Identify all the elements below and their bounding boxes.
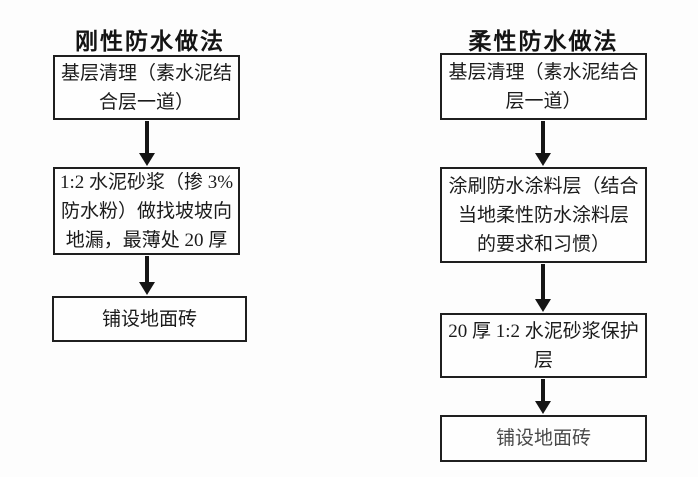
arrow-shaft (145, 121, 149, 153)
step-box-rigid-cement-mortar: 1:2 水泥砂浆（掺 3% 防水粉）做找坡坡向 地漏，最薄处 20 厚 (53, 167, 240, 255)
column-title-rigid-waterproofing: 刚性防水做法 (75, 29, 225, 54)
arrow-head (535, 299, 551, 312)
step-box-flexible-protective-layer: 20 厚 1:2 水泥砂浆保护 层 (440, 313, 647, 378)
column-title-flexible-waterproofing: 柔性防水做法 (468, 29, 619, 54)
arrow-head (535, 153, 551, 166)
down-arrow-icon (534, 264, 552, 312)
down-arrow-icon (534, 379, 552, 414)
step-box-rigid-base-cleaning: 基层清理（素水泥结 合层一道） (53, 55, 240, 120)
step-box-flexible-coating-layer: 涂刷防水涂料层（结合 当地柔性防水涂料层 的要求和习惯） (440, 167, 647, 263)
arrow-head (535, 401, 551, 414)
step-box-rigid-lay-floor-tiles: 铺设地面砖 (52, 296, 247, 342)
arrow-shaft (541, 121, 545, 153)
arrow-shaft (541, 379, 545, 401)
down-arrow-icon (138, 256, 156, 295)
step-box-flexible-lay-floor-tiles: 铺设地面砖 (440, 415, 647, 462)
down-arrow-icon (138, 121, 156, 166)
arrow-shaft (541, 264, 545, 299)
step-box-flexible-base-cleaning: 基层清理（素水泥结合 层一道） (440, 53, 647, 120)
arrow-head (139, 282, 155, 295)
down-arrow-icon (534, 121, 552, 166)
arrow-shaft (145, 256, 149, 282)
arrow-head (139, 153, 155, 166)
